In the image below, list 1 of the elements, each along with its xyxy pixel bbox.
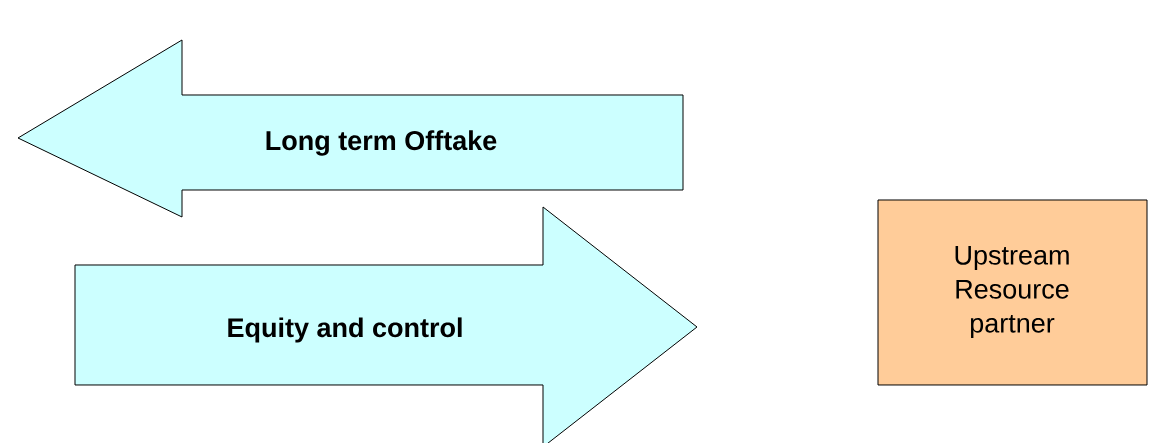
partner-box: Upstream Resource partner (877, 199, 1148, 386)
